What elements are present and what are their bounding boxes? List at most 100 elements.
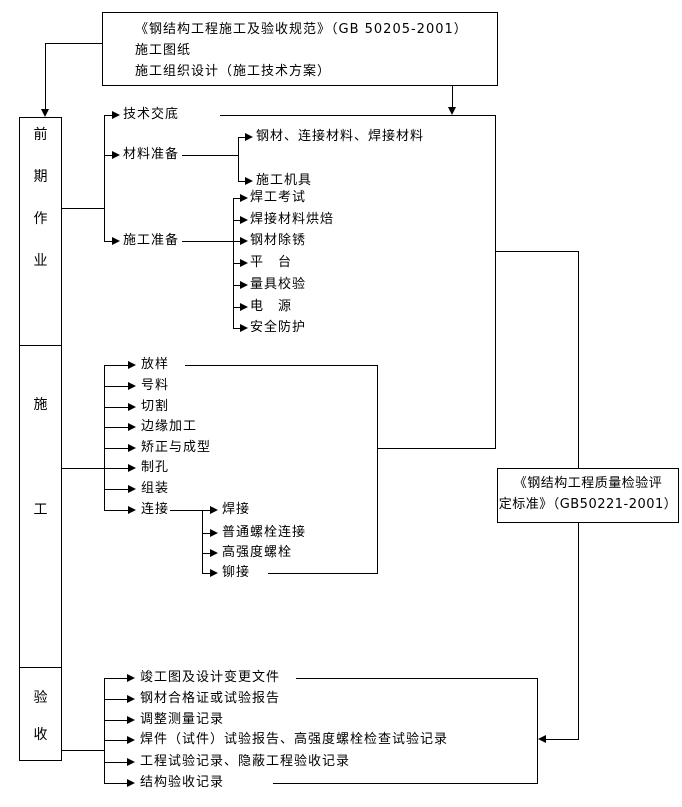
stage-construction-char: 工 <box>33 502 48 518</box>
arrowhead-right-icon <box>240 216 248 224</box>
connector-line <box>452 85 453 108</box>
connector-line <box>182 241 233 242</box>
connector-line <box>104 386 128 387</box>
arrowhead-right-icon <box>240 237 248 245</box>
connector-line <box>202 573 210 574</box>
connector-line <box>104 678 105 784</box>
arrowhead-right-icon <box>127 695 135 703</box>
arrowhead-right-icon <box>210 549 218 557</box>
node-structure-acceptance-records: 结构验收记录 <box>140 775 225 790</box>
arrowhead-right-icon <box>128 403 136 411</box>
connector-line <box>182 155 238 156</box>
arrowhead-right-icon <box>128 423 136 431</box>
connector-line <box>104 468 128 469</box>
node-hole-making: 制孔 <box>141 460 170 475</box>
node-ordinary-bolt-connection: 普通螺栓连接 <box>222 525 307 540</box>
stage-divider <box>19 345 62 346</box>
connector-line <box>104 510 128 511</box>
connector-line <box>233 285 240 286</box>
node-steel-derusting: 钢材除锈 <box>250 233 307 248</box>
connector-line <box>537 678 538 784</box>
connector-line <box>543 739 578 740</box>
node-gauge-calibration: 量具校验 <box>250 277 307 292</box>
node-welder-exam: 焊工考试 <box>250 190 307 205</box>
connector-line <box>202 533 210 534</box>
connector-line <box>495 115 496 449</box>
stage-divider <box>19 667 62 668</box>
arrowhead-right-icon <box>128 506 136 514</box>
quality-standard-line1: 《钢结构工程质量检验评 <box>513 476 663 491</box>
connector-line <box>104 699 127 700</box>
connector-line <box>104 407 128 408</box>
connector-line <box>238 137 245 138</box>
arrowhead-right-icon <box>127 674 135 682</box>
arrowhead-down-icon <box>448 107 456 115</box>
connector-line <box>45 43 102 44</box>
source-doc-spec: 《钢结构工程施工及验收规范》（GB 50205-2001） <box>135 22 468 37</box>
arrowhead-right-icon <box>240 259 248 267</box>
connector-line <box>104 720 127 721</box>
connector-line <box>104 365 128 366</box>
node-steel-certificates: 钢材合格证或试验报告 <box>140 691 281 706</box>
connector-line <box>61 208 104 209</box>
connector-line <box>202 510 203 574</box>
connector-line <box>233 307 240 308</box>
arrowhead-right-icon <box>127 736 135 744</box>
stage-early-char: 作 <box>33 211 48 227</box>
node-connection: 连接 <box>141 502 170 517</box>
node-platform: 平 台 <box>250 255 293 270</box>
connector-line <box>495 251 579 252</box>
node-marking: 号料 <box>141 378 170 393</box>
connector-line <box>296 678 537 679</box>
connector-line <box>233 220 240 221</box>
connector-line <box>61 750 104 751</box>
arrowhead-right-icon <box>127 779 135 787</box>
connector-line <box>104 427 128 428</box>
connector-line <box>233 328 240 329</box>
source-doc-drawings: 施工图纸 <box>135 43 192 58</box>
arrowhead-right-icon <box>240 303 248 311</box>
stage-early-char: 业 <box>33 253 48 269</box>
connector-line <box>268 573 377 574</box>
stage-acceptance-char: 验 <box>33 690 48 706</box>
node-material-preparation: 材料准备 <box>123 147 180 162</box>
connector-line <box>104 115 112 116</box>
node-welding-material-baking: 焊接材料烘焙 <box>250 212 335 227</box>
connector-line <box>104 241 112 242</box>
connector-line <box>233 241 240 242</box>
connector-line <box>104 155 112 156</box>
connector-line <box>104 762 127 763</box>
arrowhead-right-icon <box>245 177 253 185</box>
node-straightening-forming: 矫正与成型 <box>141 440 212 455</box>
connector-line <box>238 181 245 182</box>
node-weldment-test-reports: 焊件（试件）试验报告、高强度螺栓检查试验记录 <box>140 732 449 747</box>
node-lofting: 放样 <box>141 357 170 372</box>
arrowhead-right-icon <box>112 111 120 119</box>
arrowhead-right-icon <box>128 382 136 390</box>
arrowhead-down-icon <box>41 109 49 117</box>
connector-line <box>273 783 537 784</box>
arrowhead-right-icon <box>240 324 248 332</box>
arrowhead-right-icon <box>127 716 135 724</box>
arrowhead-right-icon <box>112 237 120 245</box>
arrowhead-right-icon <box>210 506 218 514</box>
arrowhead-right-icon <box>112 151 120 159</box>
node-edge-processing: 边缘加工 <box>141 419 198 434</box>
quality-standard-box <box>497 468 679 523</box>
node-welding: 焊接 <box>222 502 251 517</box>
node-high-strength-bolt: 高强度螺栓 <box>222 545 293 560</box>
node-assembly: 组装 <box>141 481 170 496</box>
arrowhead-right-icon <box>240 281 248 289</box>
arrowhead-right-icon <box>128 464 136 472</box>
connector-line <box>233 263 240 264</box>
connector-line <box>104 115 105 242</box>
connector-line <box>185 365 377 366</box>
source-doc-org-design: 施工组织设计（施工技术方案） <box>135 64 332 79</box>
arrowhead-right-icon <box>240 194 248 202</box>
connector-line <box>104 678 127 679</box>
arrowhead-right-icon <box>245 133 253 141</box>
source-documents-box <box>102 12 498 86</box>
node-adjustment-measurement-records: 调整测量记录 <box>140 712 225 727</box>
connector-line <box>61 468 104 469</box>
quality-standard-line2: 定标准》（GB50221-2001） <box>498 497 678 512</box>
